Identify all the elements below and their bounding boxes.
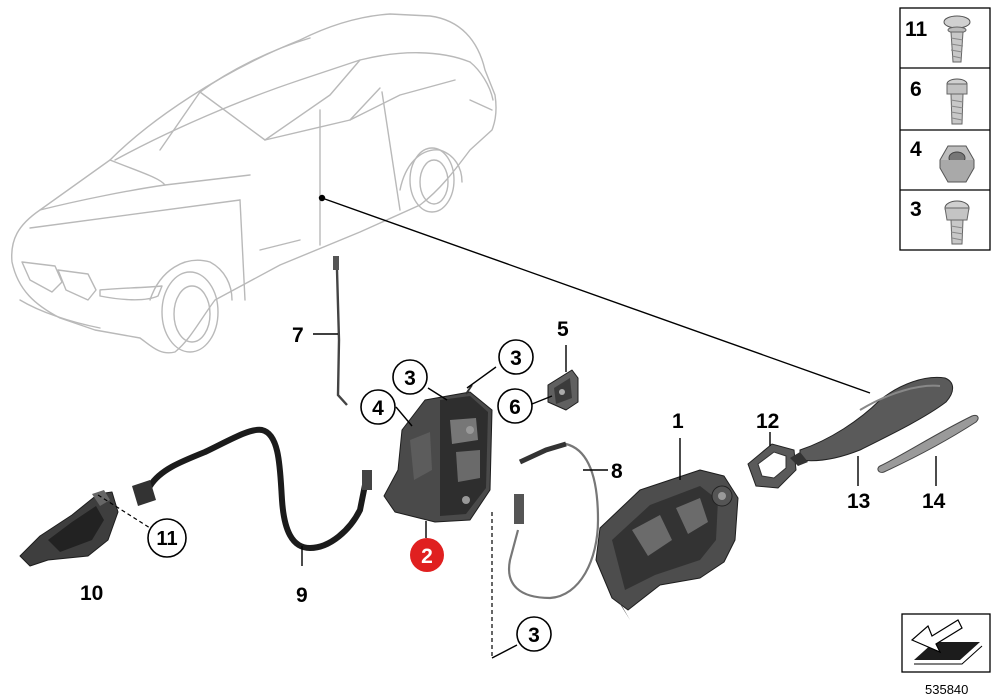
- callout-3-b: 3: [510, 347, 522, 370]
- legend-label-11: 11: [905, 18, 928, 41]
- reference-arrow-box: [901, 613, 991, 673]
- legend-label-3: 3: [910, 198, 922, 221]
- wiring-harness-part: [132, 426, 372, 566]
- callout-2-circle-highlighted: 2: [410, 538, 444, 572]
- mounting-screw-dashed-line: [491, 512, 518, 659]
- handle-trim-strip-part: [877, 415, 979, 486]
- flange-screw-icon: [943, 15, 971, 63]
- callout-3-circle-b: 3: [498, 339, 534, 375]
- callout-3-circle-c: 3: [516, 616, 552, 652]
- callout-5: 5: [557, 318, 569, 341]
- callout-11: 11: [156, 528, 177, 550]
- callout-9: 9: [296, 584, 308, 607]
- hex-nut-icon: [939, 145, 975, 183]
- legend-label-6: 6: [910, 78, 922, 101]
- bowden-cable-part: [507, 441, 608, 600]
- torx-screw-icon: [946, 78, 968, 125]
- callout-6: 6: [509, 396, 521, 419]
- callout-11-circle: 11: [147, 518, 187, 558]
- callout-7: 7: [292, 324, 304, 347]
- hardware-legend: 11 6 4 3: [899, 7, 991, 251]
- door-location-marker: [318, 194, 871, 394]
- pan-head-screw-icon: [944, 200, 970, 245]
- legend-label-4: 4: [910, 138, 922, 161]
- callout-4: 4: [372, 397, 384, 420]
- handle-gasket-part: [747, 432, 797, 489]
- outer-door-handle-part: [790, 376, 954, 486]
- callout-1: 1: [672, 410, 684, 433]
- handle-carrier-part: [595, 438, 739, 620]
- rear-bracket-part: [19, 490, 151, 567]
- callout-8: 8: [611, 460, 623, 483]
- callout-3-circle-a: 3: [392, 359, 428, 395]
- striker-bracket-part: [531, 345, 579, 411]
- car-outline-illustration: [11, 13, 497, 354]
- reference-number: 535840: [925, 682, 968, 697]
- callout-13: 13: [847, 490, 870, 513]
- callout-2: 2: [421, 545, 433, 568]
- callout-14: 14: [922, 490, 946, 513]
- callout-10: 10: [80, 582, 103, 605]
- callout-3-a: 3: [404, 367, 416, 390]
- callout-4-circle: 4: [360, 389, 396, 425]
- callout-12: 12: [756, 410, 779, 433]
- callout-3-c: 3: [528, 624, 540, 647]
- callout-6-circle: 6: [497, 388, 533, 424]
- lock-rod-part: [313, 256, 348, 406]
- door-lock-part: [383, 384, 493, 523]
